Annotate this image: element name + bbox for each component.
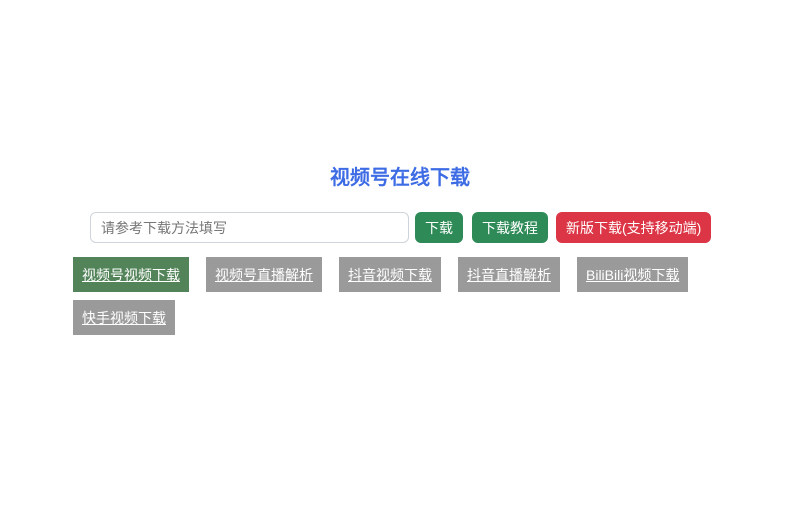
- tabs-row-1: 视频号视频下载 视频号直播解析 抖音视频下载 抖音直播解析 BiliBili视频…: [73, 257, 689, 292]
- tab-shipinhao-video-download[interactable]: 视频号视频下载: [73, 257, 189, 292]
- tab-kuaishou-video-download[interactable]: 快手视频下载: [73, 300, 175, 335]
- download-form: 下载 下载教程 新版下载(支持移动端): [90, 212, 712, 243]
- tab-douyin-live-parse[interactable]: 抖音直播解析: [458, 257, 560, 292]
- tab-douyin-video-download[interactable]: 抖音视频下载: [339, 257, 441, 292]
- download-button[interactable]: 下载: [415, 212, 463, 243]
- video-url-input[interactable]: [90, 212, 409, 243]
- tab-bilibili-video-download[interactable]: BiliBili视频下载: [577, 257, 689, 292]
- page-title: 视频号在线下载: [330, 167, 470, 189]
- tab-shipinhao-live-parse[interactable]: 视频号直播解析: [206, 257, 322, 292]
- download-tutorial-button[interactable]: 下载教程: [472, 212, 548, 243]
- tabs-row-2: 快手视频下载: [73, 300, 175, 335]
- new-version-download-button[interactable]: 新版下载(支持移动端): [556, 212, 712, 243]
